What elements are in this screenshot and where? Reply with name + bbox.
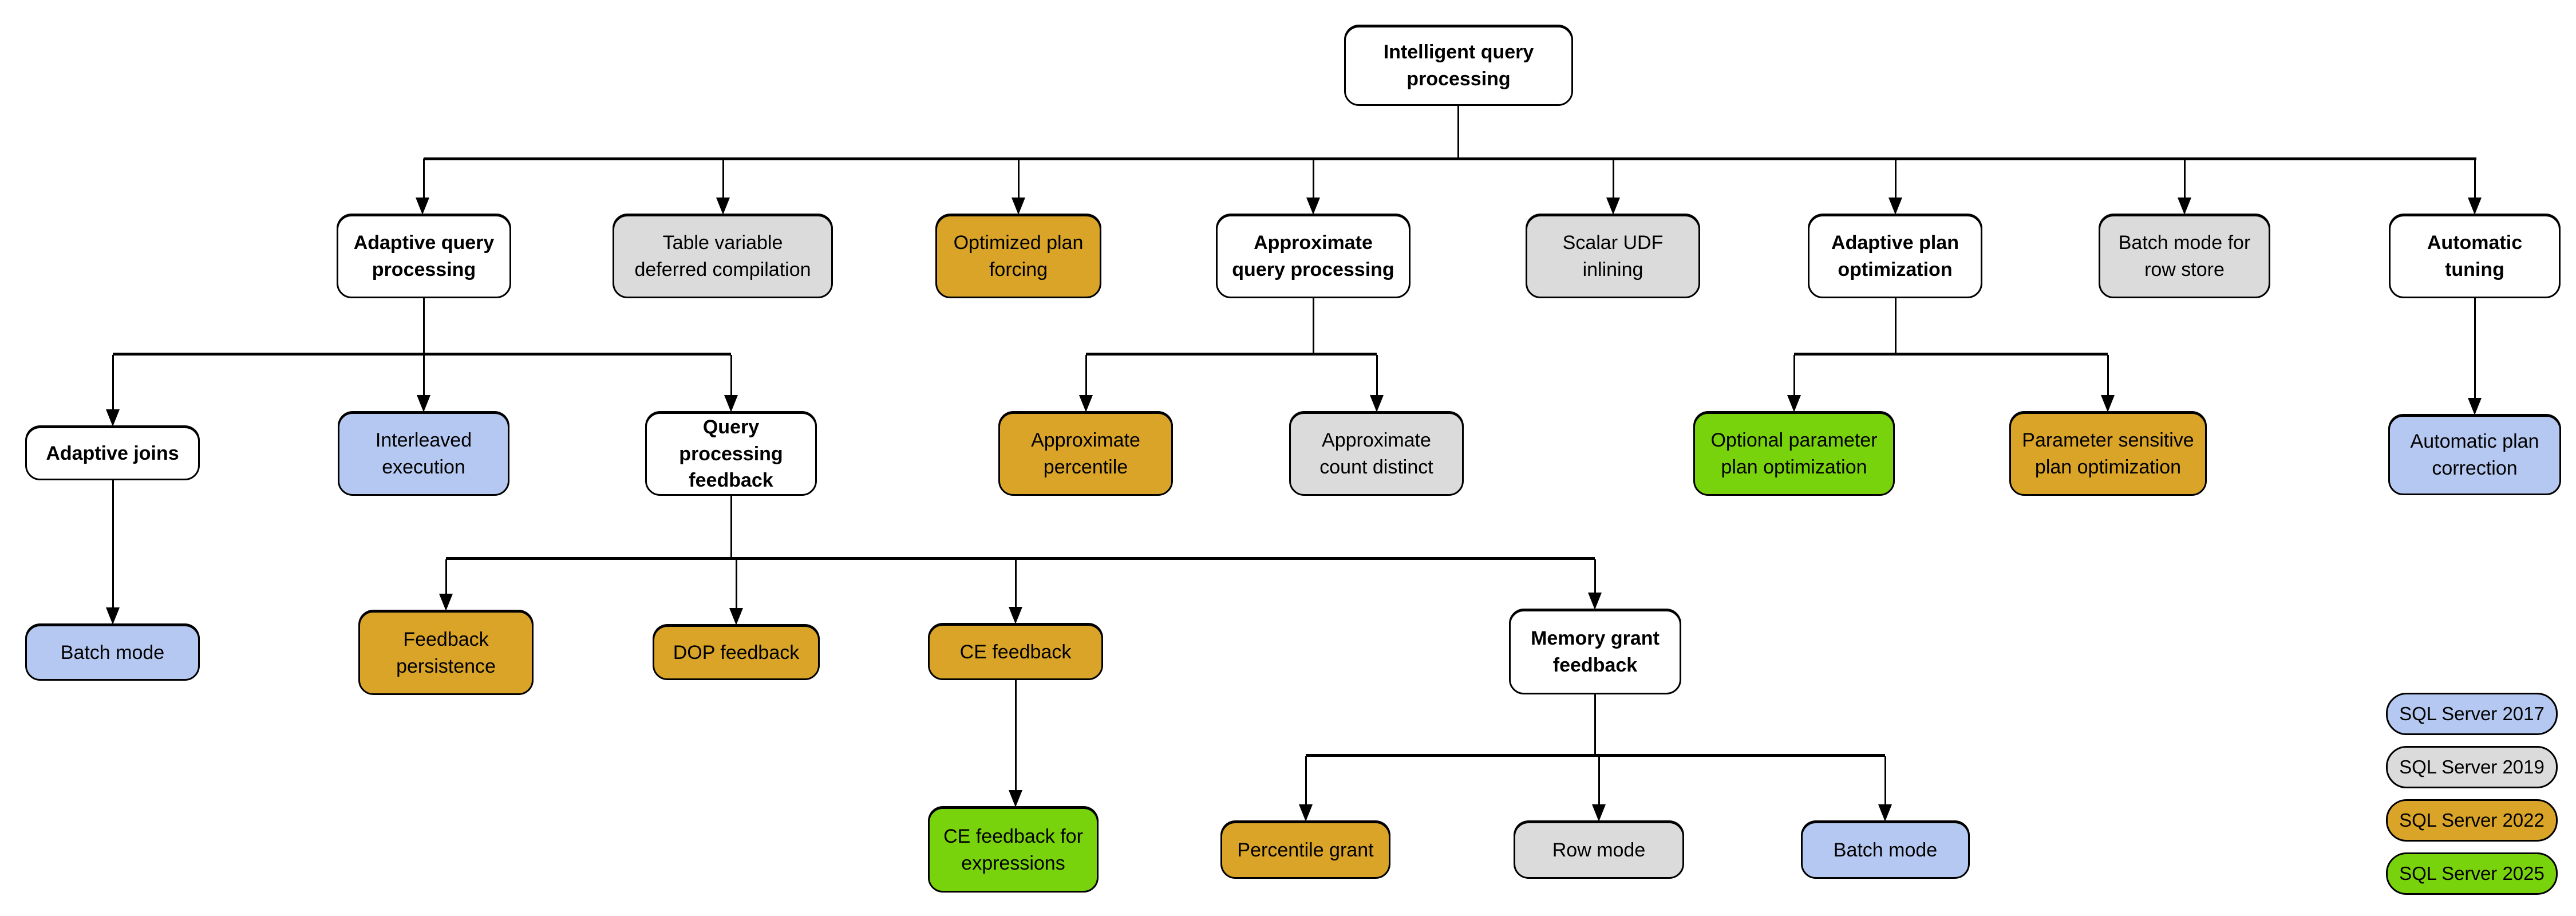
arrowhead — [1079, 395, 1093, 412]
connector-line — [1085, 355, 1087, 396]
node-approximate-count-distinct: Approximate count distinct — [1289, 412, 1464, 496]
node-adaptive-query-processing: Adaptive query processing — [337, 215, 511, 298]
connector-line — [736, 559, 737, 609]
connector-line — [1086, 353, 1377, 356]
arrowhead — [1009, 790, 1022, 807]
connector-line — [445, 559, 447, 595]
arrowhead — [1606, 198, 1620, 215]
node-batch-mode-for-row-store: Batch mode for row store — [2099, 215, 2270, 298]
node-adaptive-plan-optimization: Adaptive plan optimization — [1808, 215, 1982, 298]
arrowhead — [724, 395, 738, 412]
node-table-variable-deferred-compilation: Table variable deferred compilation — [613, 215, 833, 298]
connector-line — [1895, 298, 1897, 355]
arrowhead — [106, 607, 120, 625]
connector-line — [1305, 756, 1307, 806]
node-scalar-udf-inlining: Scalar UDF inlining — [1526, 215, 1700, 298]
arrowhead — [417, 395, 430, 412]
arrowhead — [1299, 804, 1313, 822]
arrowhead — [1878, 804, 1892, 822]
arrowhead — [1306, 198, 1320, 215]
arrowhead — [729, 608, 743, 625]
connector-line — [2184, 159, 2186, 199]
arrowhead — [106, 409, 120, 427]
connector-line — [423, 159, 425, 199]
node-feedback-persistence: Feedback persistence — [358, 611, 534, 695]
node-adaptive-joins: Adaptive joins — [25, 427, 200, 480]
node-automatic-tuning: Automatic tuning — [2389, 215, 2561, 298]
connector-line — [112, 355, 114, 410]
node-query-processing-feedback: Query processing feedback — [645, 412, 817, 496]
connector-line — [1613, 159, 1614, 199]
connector-line — [1793, 355, 1795, 396]
connector-line — [1594, 559, 1596, 594]
arrowhead — [439, 594, 453, 611]
node-batch-mode-adaptive-joins: Batch mode — [25, 625, 200, 681]
node-approximate-query-processing: Approximate query processing — [1216, 215, 1411, 298]
node-memory-grant-feedback: Memory grant feedback — [1509, 610, 1681, 694]
connector-line — [1018, 159, 1020, 199]
node-automatic-plan-correction: Automatic plan correction — [2388, 415, 2561, 495]
connector-line — [730, 355, 732, 396]
arrowhead — [1370, 395, 1384, 412]
node-optimized-plan-forcing: Optimized plan forcing — [935, 215, 1101, 298]
node-ce-feedback-for-expressions: CE feedback for expressions — [928, 807, 1099, 893]
connector-line — [1015, 680, 1017, 791]
arrowhead — [2468, 398, 2482, 415]
connector-line — [730, 496, 732, 559]
node-approximate-percentile: Approximate percentile — [998, 412, 1173, 496]
arrowhead — [2101, 395, 2115, 412]
connector-line — [1313, 298, 1314, 355]
arrowhead — [1012, 198, 1025, 215]
connector-line — [722, 159, 724, 199]
node-ce-feedback: CE feedback — [928, 624, 1103, 680]
node-intelligent-query-processing: Intelligent query processing — [1344, 26, 1573, 106]
node-interleaved-execution: Interleaved execution — [338, 412, 509, 496]
connector-line — [1594, 694, 1596, 756]
arrowhead — [1888, 198, 1902, 215]
connector-line — [2107, 355, 2109, 396]
connector-line — [446, 557, 1595, 560]
legend-sql-server-2025: SQL Server 2025 — [2386, 852, 2558, 895]
node-dop-feedback: DOP feedback — [653, 625, 820, 680]
legend-sql-server-2022: SQL Server 2022 — [2386, 799, 2558, 842]
arrowhead — [1592, 804, 1606, 822]
node-batch-mode-memory-grant: Batch mode — [1801, 822, 1970, 879]
connector-line — [1306, 754, 1885, 757]
arrowhead — [1787, 395, 1801, 412]
connector-line — [2474, 298, 2476, 399]
arrowhead — [2468, 198, 2482, 215]
arrowhead — [2178, 198, 2191, 215]
arrowhead — [1009, 607, 1022, 624]
connector-line — [424, 157, 2476, 160]
connector-line — [2474, 159, 2476, 199]
arrowhead — [416, 198, 429, 215]
arrowhead — [716, 198, 730, 215]
connector-line — [1794, 353, 2108, 356]
node-parameter-sensitive-plan-optimization: Parameter sensitive plan optimization — [2009, 412, 2207, 496]
node-optional-parameter-plan-optimization: Optional parameter plan optimization — [1693, 412, 1895, 496]
connector-line — [423, 298, 425, 355]
connector-line — [113, 353, 731, 356]
connector-line — [1015, 559, 1017, 608]
connector-line — [1376, 355, 1378, 396]
arrowhead — [1588, 593, 1602, 610]
connector-line — [423, 355, 425, 396]
connector-line — [1457, 106, 1459, 159]
connector-line — [1884, 756, 1886, 806]
connector-line — [112, 480, 114, 609]
node-row-mode: Row mode — [1514, 822, 1684, 879]
connector-line — [1598, 756, 1600, 806]
connector-line — [1895, 159, 1897, 199]
node-percentile-grant: Percentile grant — [1220, 822, 1390, 879]
connector-line — [1313, 159, 1314, 199]
legend-sql-server-2017: SQL Server 2017 — [2386, 693, 2558, 735]
legend-sql-server-2019: SQL Server 2019 — [2386, 746, 2558, 788]
